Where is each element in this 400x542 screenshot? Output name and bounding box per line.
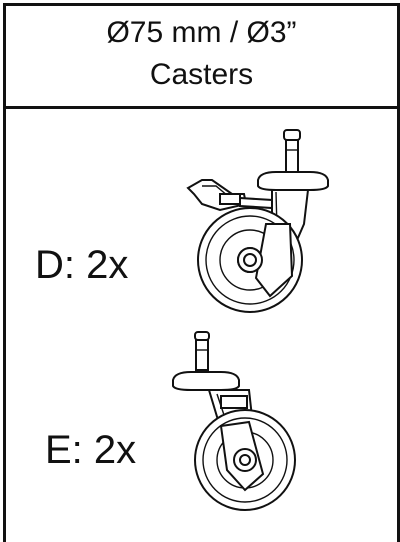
caster-without-brake-icon [172, 331, 296, 511]
panel-header: Ø75 mm / Ø3” Casters [6, 6, 397, 109]
part-d-quantity-label: D: 2x [35, 243, 129, 287]
caster-with-brake-icon [186, 129, 329, 313]
part-e-quantity-label: E: 2x [45, 428, 137, 472]
caster-type-title: Casters [149, 58, 254, 91]
parts-panel: Ø75 mm / Ø3” Casters [3, 3, 400, 542]
caster-size-title: Ø75 mm / Ø3” [106, 16, 297, 49]
